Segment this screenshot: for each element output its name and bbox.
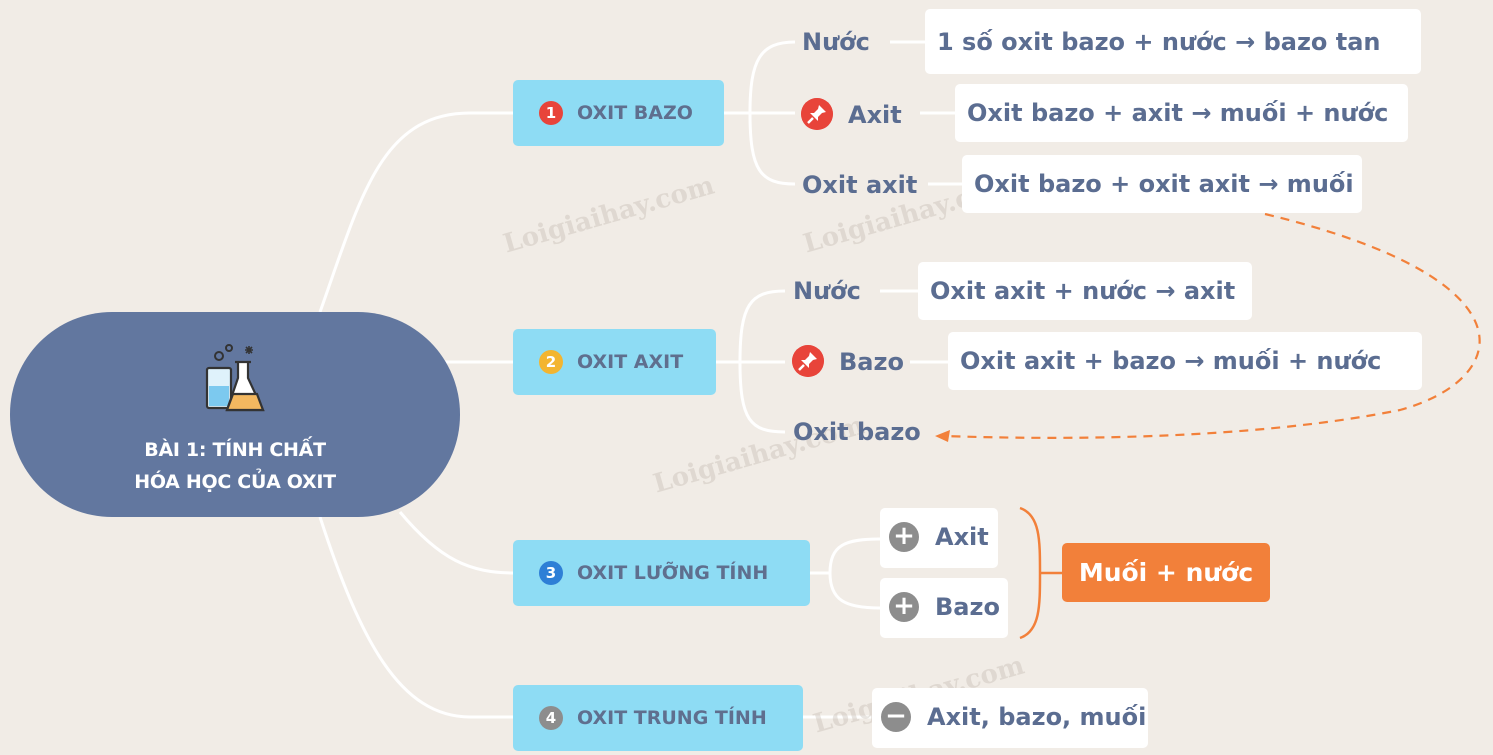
branch-oxit-axit[interactable]: 2 OXIT AXIT bbox=[513, 329, 716, 395]
pushpin-icon bbox=[792, 345, 824, 377]
number-badge-icon: 4 bbox=[539, 706, 563, 730]
branch-oxit-luong-tinh[interactable]: 3 OXIT LƯỠNG TÍNH bbox=[513, 540, 810, 606]
reactant-label: Nước bbox=[802, 28, 870, 56]
branch-oxit-trung-tinh[interactable]: 4 OXIT TRUNG TÍNH bbox=[513, 685, 803, 751]
reaction-box[interactable]: 1 số oxit bazo + nước → bazo tan bbox=[925, 9, 1421, 74]
no-reaction-box[interactable]: − Axit, bazo, muối bbox=[872, 688, 1148, 748]
root-title-line1: BÀI 1: TÍNH CHẤT bbox=[144, 439, 326, 461]
reactant-label: Axit bbox=[935, 523, 989, 551]
branch-oxit-bazo[interactable]: 1 OXIT BAZO bbox=[513, 80, 724, 146]
pushpin-icon bbox=[801, 98, 833, 130]
reactant-label: Bazo bbox=[935, 593, 1000, 621]
root-title-line2: HÓA HỌC CỦA OXIT bbox=[134, 471, 336, 493]
number-badge-icon: 3 bbox=[539, 561, 563, 585]
reaction-box[interactable]: Oxit bazo + oxit axit → muối bbox=[962, 155, 1362, 213]
arrow-head-icon bbox=[935, 430, 950, 442]
branch-label: OXIT TRUNG TÍNH bbox=[577, 707, 767, 729]
reactant-box-bazo[interactable]: + Bazo bbox=[880, 578, 1008, 638]
chemistry-flask-icon bbox=[205, 344, 265, 412]
root-title: BÀI 1: TÍNH CHẤT HÓA HỌC CỦA OXIT bbox=[10, 434, 460, 498]
reactant-box-axit[interactable]: + Axit bbox=[880, 508, 998, 568]
reactant-label: Bazo bbox=[839, 348, 904, 376]
reactant-label: Oxit axit bbox=[802, 171, 918, 199]
reaction-box[interactable]: Oxit bazo + axit → muối + nước bbox=[955, 84, 1408, 142]
reactant-label: Oxit bazo bbox=[793, 418, 921, 446]
reaction-box[interactable]: Oxit axit + nước → axit bbox=[918, 262, 1252, 320]
reaction-box[interactable]: Oxit axit + bazo → muối + nước bbox=[948, 332, 1422, 390]
result-box[interactable]: Muối + nước bbox=[1062, 543, 1270, 602]
reactant-label: Nước bbox=[793, 277, 861, 305]
minus-icon: − bbox=[881, 702, 911, 732]
branch-label: OXIT BAZO bbox=[577, 102, 693, 124]
plus-icon: + bbox=[889, 592, 919, 622]
branch-label: OXIT LƯỠNG TÍNH bbox=[577, 562, 769, 584]
root-topic[interactable]: BÀI 1: TÍNH CHẤT HÓA HỌC CỦA OXIT bbox=[10, 312, 460, 517]
branch-label: OXIT AXIT bbox=[577, 351, 684, 373]
number-badge-icon: 1 bbox=[539, 101, 563, 125]
number-badge-icon: 2 bbox=[539, 350, 563, 374]
reactant-label: Axit bbox=[848, 101, 902, 129]
no-reaction-label: Axit, bazo, muối bbox=[927, 703, 1147, 731]
plus-icon: + bbox=[889, 522, 919, 552]
